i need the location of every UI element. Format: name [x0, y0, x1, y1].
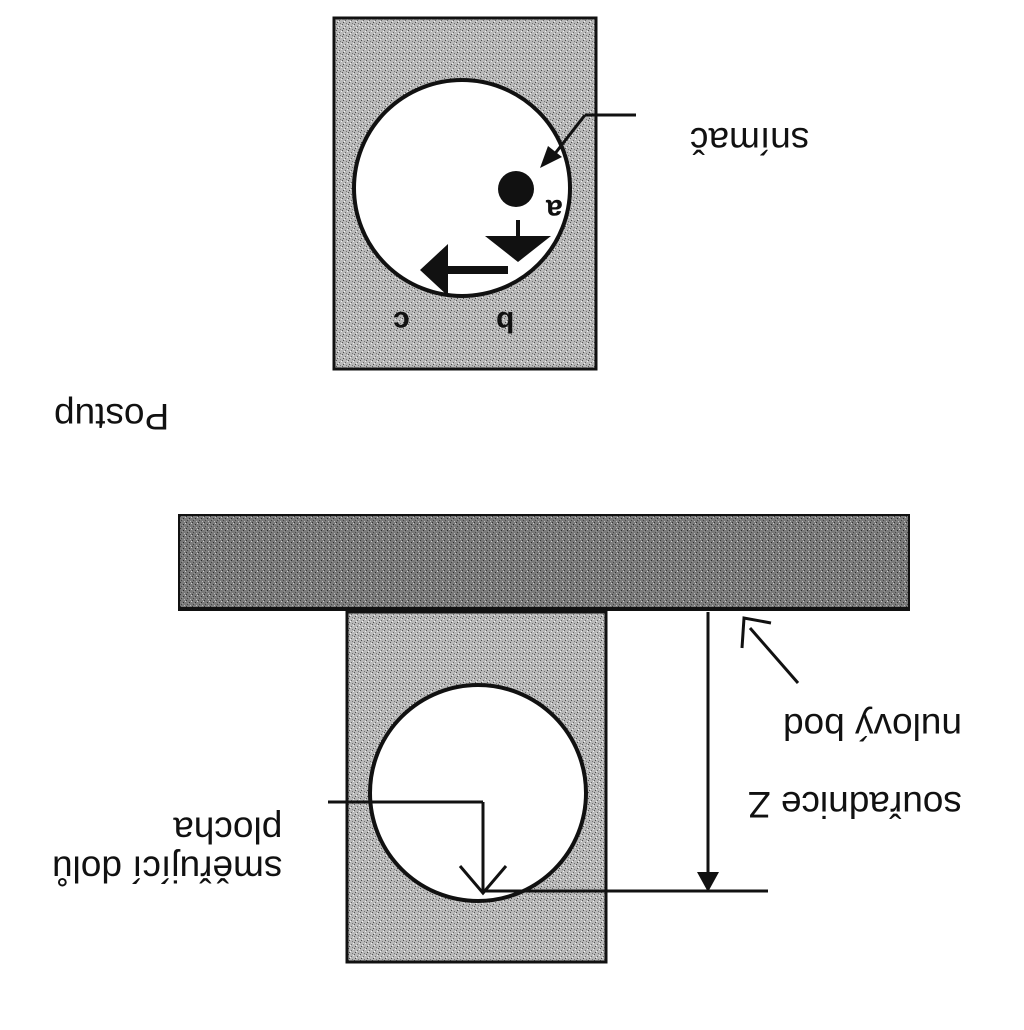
point-b-label: b	[496, 305, 515, 338]
arrow-b	[485, 220, 551, 262]
lower-bore-circle	[368, 683, 588, 903]
label-nulovy-bod: nulový bod	[783, 706, 962, 747]
point-c-label: c	[393, 305, 410, 338]
zero-point-arrow	[740, 616, 800, 684]
upper-bore-circle	[352, 78, 572, 298]
dark-bar	[178, 514, 910, 611]
point-a-dot	[498, 171, 534, 207]
label-plocha: směřující dolů plocha	[52, 809, 283, 890]
label-souradnice-z: souřadnice Z	[748, 784, 962, 825]
label-snimac: snímač	[690, 120, 810, 161]
upper-block	[332, 16, 598, 371]
lower-block	[345, 610, 608, 964]
arrow-c	[420, 244, 508, 296]
downward-surface-pointer	[328, 800, 508, 896]
probe-pointer-arrow	[540, 113, 636, 168]
point-a-label: a	[546, 193, 563, 226]
z-dimension	[483, 612, 768, 893]
label-postup: Postup	[54, 396, 170, 437]
